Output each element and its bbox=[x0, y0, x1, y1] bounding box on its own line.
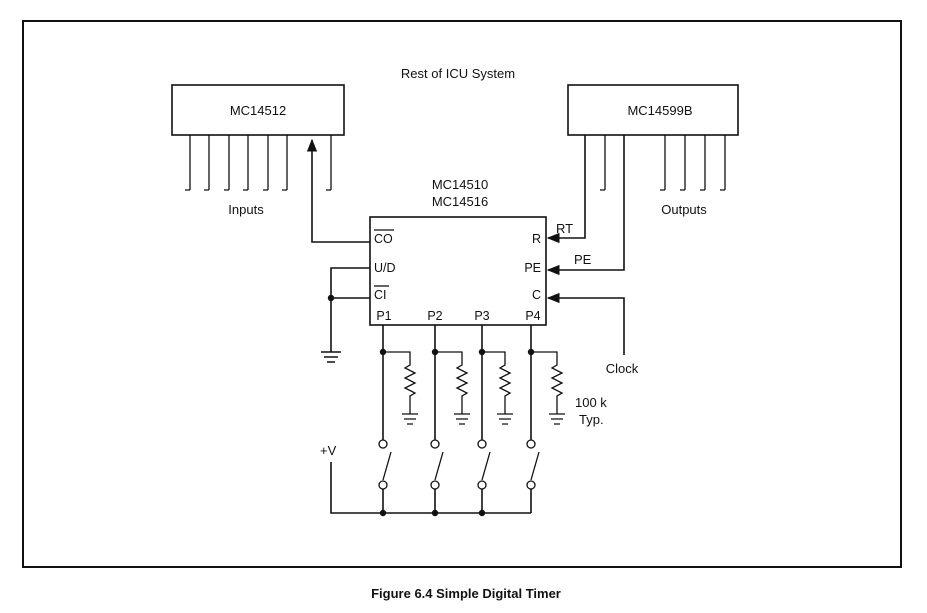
resistor-value-label: 100 k bbox=[575, 395, 607, 410]
clock-label: Clock bbox=[606, 361, 639, 376]
pin-ci-label: CI bbox=[374, 288, 387, 302]
co-wire bbox=[306, 138, 370, 243]
vplus-bus bbox=[330, 462, 531, 514]
figure-frame bbox=[22, 20, 902, 568]
vplus-label: +V bbox=[320, 443, 337, 458]
preset-p3-circuit bbox=[477, 325, 513, 517]
pin-pe-label: PE bbox=[524, 261, 541, 275]
counter-chip-box bbox=[369, 216, 547, 326]
figure-caption: Figure 6.4 Simple Digital Timer bbox=[371, 586, 561, 601]
input-chip-box bbox=[171, 84, 345, 136]
pin-c-label: C bbox=[532, 288, 541, 302]
preset-p2-circuit bbox=[430, 325, 470, 517]
pin-p1-label: P1 bbox=[376, 309, 391, 323]
system-label: Rest of ICU System bbox=[401, 66, 515, 81]
input-chip-label: MC14512 bbox=[230, 103, 286, 118]
outputs-label: Outputs bbox=[661, 202, 707, 217]
clock-wire bbox=[546, 292, 625, 355]
preset-p1-circuit bbox=[378, 325, 418, 517]
rt-wire bbox=[546, 135, 586, 244]
pin-co-label: CO bbox=[374, 232, 393, 246]
output-chip-label: MC14599B bbox=[627, 103, 692, 118]
inputs-label: Inputs bbox=[228, 202, 264, 217]
pin-p2-label: P2 bbox=[427, 309, 442, 323]
rt-label: RT bbox=[556, 221, 573, 236]
output-chip-box bbox=[567, 84, 739, 136]
pin-r-label: R bbox=[532, 232, 541, 246]
counter-chip-label-1: MC14510 bbox=[432, 177, 488, 192]
pin-p4-label: P4 bbox=[525, 309, 540, 323]
preset-p4-circuit bbox=[526, 325, 565, 513]
output-chip-pins bbox=[600, 135, 726, 191]
pe-wire bbox=[546, 135, 625, 276]
pe-label: PE bbox=[574, 252, 592, 267]
ground-tie-wire bbox=[321, 267, 370, 363]
resistor-note-label: Typ. bbox=[579, 412, 604, 427]
input-chip-pins bbox=[185, 135, 332, 191]
pin-ud-label: U/D bbox=[374, 261, 396, 275]
counter-chip-label-2: MC14516 bbox=[432, 194, 488, 209]
pin-p3-label: P3 bbox=[474, 309, 489, 323]
